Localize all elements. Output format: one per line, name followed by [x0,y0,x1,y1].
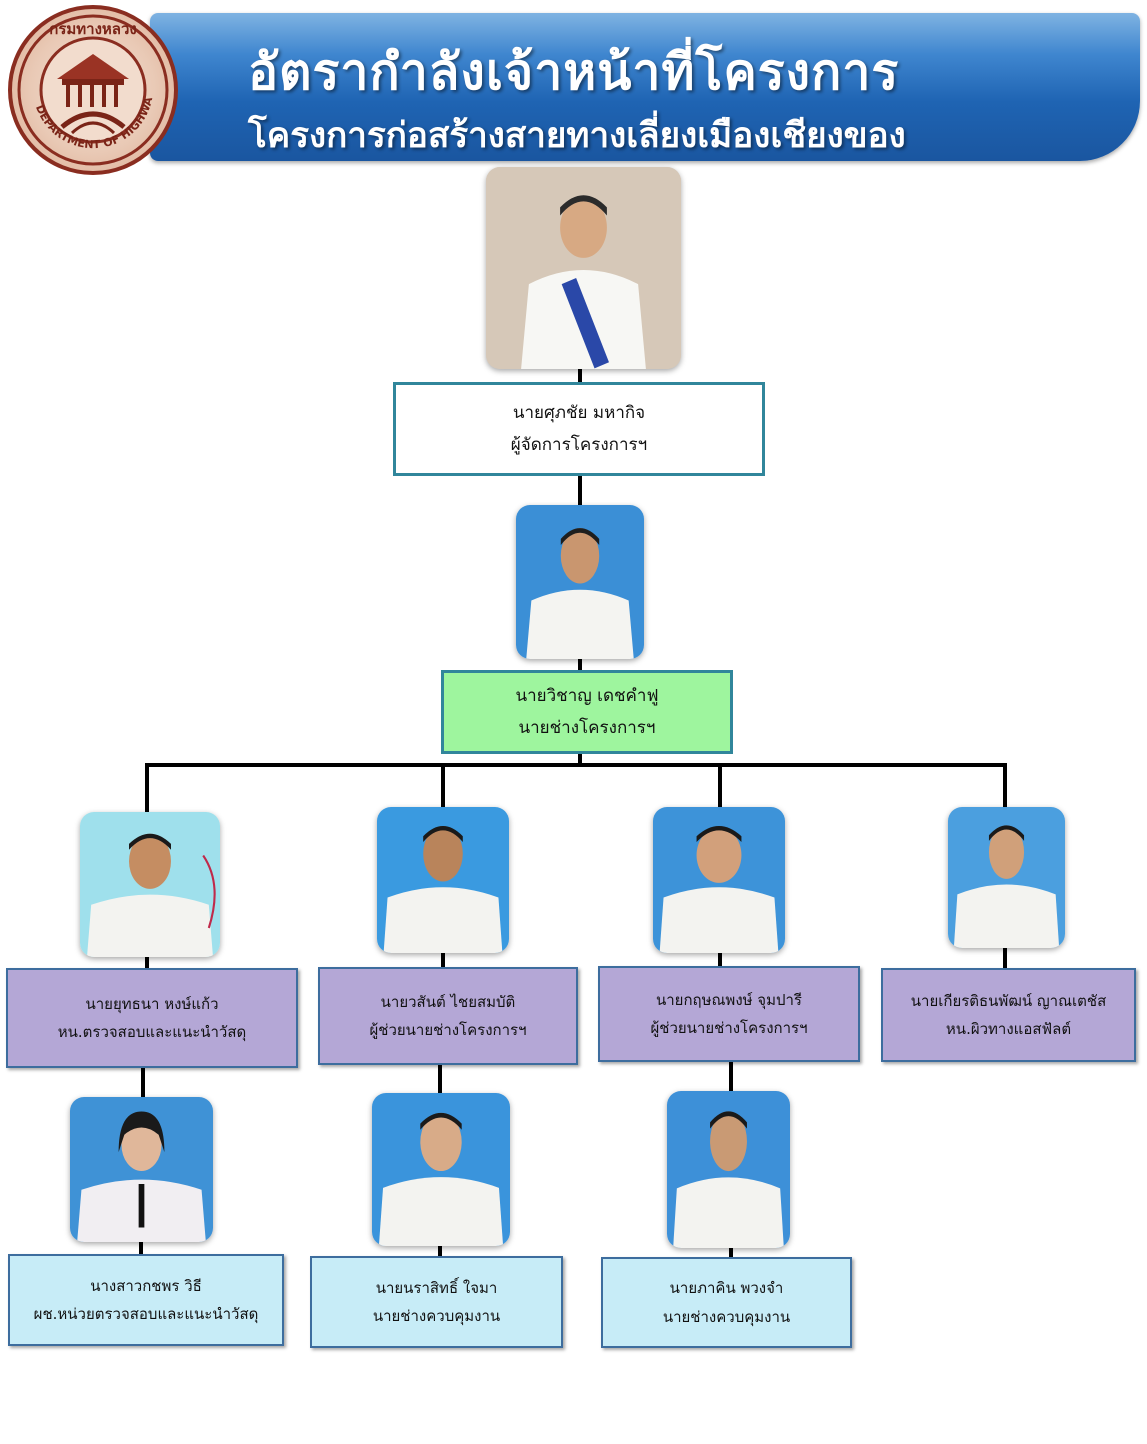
connector-drop-1 [145,763,149,815]
staff-box-7: นายภาคิน พวงจำ นายช่างควบคุมงาน [601,1257,852,1348]
connector-horizontal-bar [145,763,1007,767]
staff-position-6: นายช่างควบคุมงาน [372,1307,501,1325]
connector-engineer-down [578,752,582,766]
staff-box-2: นายวสันต์ ไชยสมบัติ ผู้ช่วยนายช่างโครงกา… [318,967,578,1065]
staff-name-2: นายวสันต์ ไชยสมบัติ [380,992,516,1011]
connector-photo-box-7 [729,1246,733,1258]
staff-position-1: หน.ตรวจสอบและแนะนำวัสดุ [57,1023,247,1041]
manager-name: นายศุภชัย มหากิจ [512,402,646,423]
staff-photo-1 [80,812,220,957]
engineer-portrait-photo [516,505,644,659]
staff-name-1: นายยุทธนา หงษ์แก้ว [85,994,219,1013]
staff-position-2: ผู้ช่วยนายช่างโครงการฯ [369,1021,527,1039]
staff-photo-5 [70,1097,213,1242]
connector-level4-3 [729,1060,733,1092]
connector-photo-box-2 [441,950,445,968]
staff-name-4: นายเกียรติธนพัฒน์ ญาณเตชัส [910,991,1107,1010]
manager-box: นายศุภชัย มหากิจ ผู้จัดการโครงการฯ [393,382,765,476]
staff-box-5: นางสาวกชพร วิธี ผช.หน่วยตรวจสอบและแนะนำว… [8,1254,284,1346]
engineer-name: นายวิชาญ เดชคำฟู [515,685,659,706]
manager-position: ผู้จัดการโครงการฯ [510,435,648,455]
staff-position-5: ผช.หน่วยตรวจสอบและแนะนำวัสดุ [33,1305,259,1323]
staff-name-3: นายกฤษณพงษ์ จุมปารี [656,990,802,1009]
staff-box-4: นายเกียรติธนพัฒน์ ญาณเตชัส หน.ผิวทางแอสฟ… [881,968,1136,1062]
connector-photo-box-4 [1003,945,1007,969]
staff-photo-6 [372,1093,510,1246]
engineer-box: นายวิชาญ เดชคำฟู นายช่างโครงการฯ [441,670,733,754]
connector-photo-box-1 [145,955,149,969]
staff-box-1: นายยุทธนา หงษ์แก้ว หน.ตรวจสอบและแนะนำวัส… [6,968,298,1068]
staff-position-3: ผู้ช่วยนายช่างโครงการฯ [650,1019,808,1037]
page-title: อัตรากำลังเจ้าหน้าที่โครงการ [248,43,900,101]
page-subtitle: โครงการก่อสร้างสายทางเลี่ยงเมืองเชียงของ [248,116,906,156]
staff-box-6: นายนราสิทธิ์ ใจมา นายช่างควบคุมงาน [310,1256,563,1348]
connector-engineer-photo [578,656,582,672]
connector-photo-box-3 [718,950,722,968]
manager-portrait-photo [486,167,681,369]
header-banner [150,13,1140,161]
staff-name-5: นางสาวกชพร วิธี [90,1276,202,1295]
staff-position-7: นายช่างควบคุมงาน [662,1307,791,1326]
connector-photo-box-6 [438,1243,442,1257]
connector-drop-2 [441,763,445,809]
connector-level4-2 [438,1065,442,1093]
connector-level4-1 [141,1068,145,1098]
staff-photo-3 [653,807,785,953]
staff-name-7: นายภาคิน พวงจำ [669,1279,784,1297]
staff-name-6: นายนราสิทธิ์ ใจมา [375,1278,498,1297]
engineer-position: นายช่างโครงการฯ [518,718,656,738]
connector-photo-box-5 [139,1240,143,1256]
staff-photo-2 [377,807,509,953]
department-seal-logo: DEPARTMENT OF HIGHWAYS กรมทางหลวง [8,5,178,175]
connector-drop-3 [718,763,722,809]
connector-manager-photo [578,366,582,384]
staff-position-4: หน.ผิวทางแอสฟัลต์ [945,1020,1072,1038]
staff-photo-4 [948,807,1065,948]
connector-manager-engineer [578,475,582,507]
staff-photo-7 [667,1091,790,1248]
staff-box-3: นายกฤษณพงษ์ จุมปารี ผู้ช่วยนายช่างโครงกา… [598,966,860,1062]
connector-drop-4 [1003,763,1007,809]
seal-top-text: กรมทางหลวง [49,20,137,38]
